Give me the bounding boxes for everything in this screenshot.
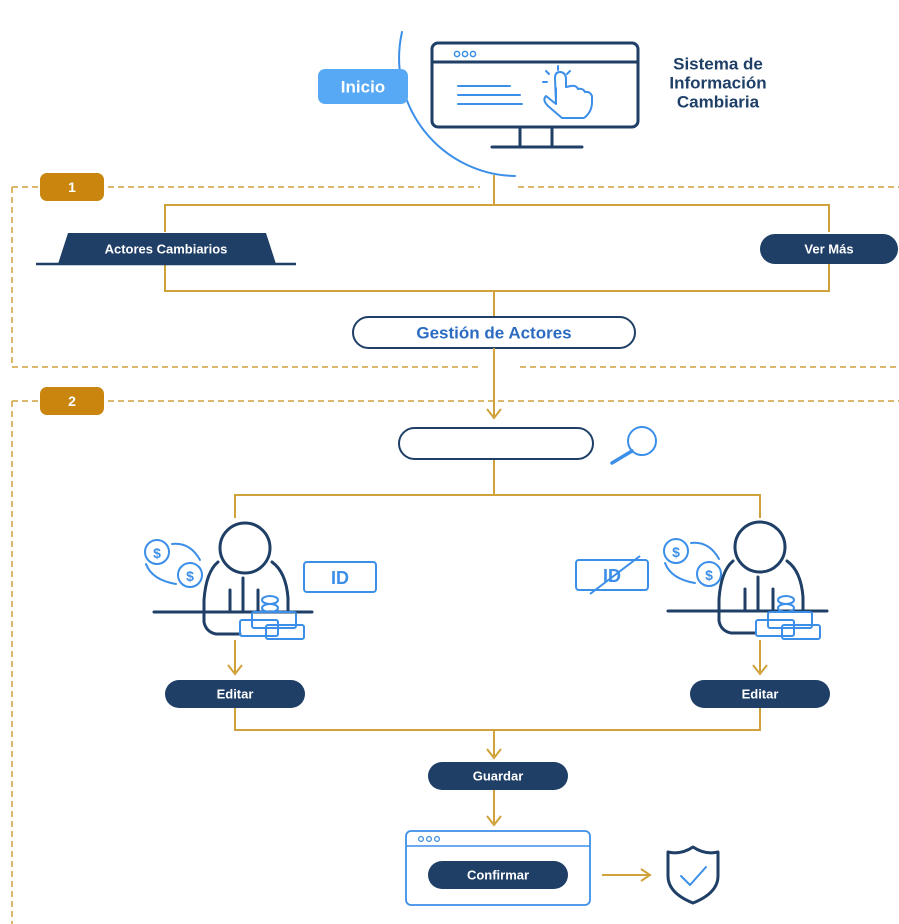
section-1: 1 Actores Cambiarios Ver Más Gestión de … bbox=[11, 173, 899, 368]
system-title-line3: Cambiaria bbox=[677, 93, 760, 112]
start-label: Inicio bbox=[341, 78, 385, 97]
step-1-badge bbox=[40, 173, 104, 201]
actors-tab-label: Actores Cambiarios bbox=[105, 242, 228, 257]
actors-tab[interactable]: Actores Cambiarios bbox=[36, 233, 296, 266]
no-id-card-icon: ID bbox=[575, 555, 649, 595]
system-title-line1: Sistema de bbox=[673, 55, 763, 74]
confirm-label: Confirmar bbox=[467, 868, 529, 883]
monitor-icon bbox=[430, 41, 640, 149]
svg-text:$: $ bbox=[705, 567, 713, 583]
shield-check-icon bbox=[666, 845, 720, 905]
person-icon bbox=[666, 520, 829, 635]
actor-management-button[interactable]: Gestión de Actores bbox=[352, 316, 636, 349]
step-2-badge bbox=[40, 387, 104, 415]
id-label-left: ID bbox=[331, 568, 349, 588]
system-title-line2: Información bbox=[669, 74, 766, 93]
see-more-button[interactable]: Ver Más bbox=[760, 234, 898, 264]
start-badge[interactable] bbox=[318, 69, 408, 104]
edit-right-label: Editar bbox=[742, 687, 779, 702]
search-field[interactable] bbox=[398, 427, 594, 460]
actor-with-id-icon: $ $ bbox=[144, 521, 377, 640]
section-1-connectors bbox=[164, 175, 830, 317]
coins-icon: $ $ bbox=[144, 539, 203, 588]
click-hand-icon bbox=[542, 65, 593, 119]
id-card-icon: ID bbox=[303, 561, 377, 593]
edit-left-label: Editar bbox=[217, 687, 254, 702]
confirm-button[interactable]: Confirmar bbox=[428, 861, 568, 889]
section-1-border bbox=[11, 186, 899, 368]
svg-text:$: $ bbox=[672, 544, 680, 560]
search-icon[interactable] bbox=[610, 426, 657, 465]
save-label: Guardar bbox=[473, 769, 524, 784]
section-2-border bbox=[11, 400, 899, 924]
see-more-label: Ver Más bbox=[804, 242, 853, 257]
actor-without-id-icon: ID $ $ bbox=[575, 520, 829, 640]
section-2-connectors bbox=[227, 348, 768, 882]
svg-text:$: $ bbox=[153, 545, 161, 561]
svg-text:$: $ bbox=[186, 568, 194, 584]
actor-management-label: Gestión de Actores bbox=[416, 324, 571, 343]
cash-stack-icon bbox=[755, 595, 821, 640]
coins-icon: $ $ bbox=[663, 538, 722, 587]
step-2-number: 2 bbox=[68, 393, 76, 409]
cash-stack-icon bbox=[239, 595, 305, 640]
save-button[interactable]: Guardar bbox=[428, 762, 568, 790]
edit-left-button[interactable]: Editar bbox=[165, 680, 305, 708]
system-header: Inicio Sistema de Información Cambiaria bbox=[318, 31, 767, 177]
edit-right-button[interactable]: Editar bbox=[690, 680, 830, 708]
orbit-arc bbox=[398, 31, 516, 177]
step-1-number: 1 bbox=[68, 179, 76, 195]
section-2: 2 $ bbox=[11, 348, 899, 924]
